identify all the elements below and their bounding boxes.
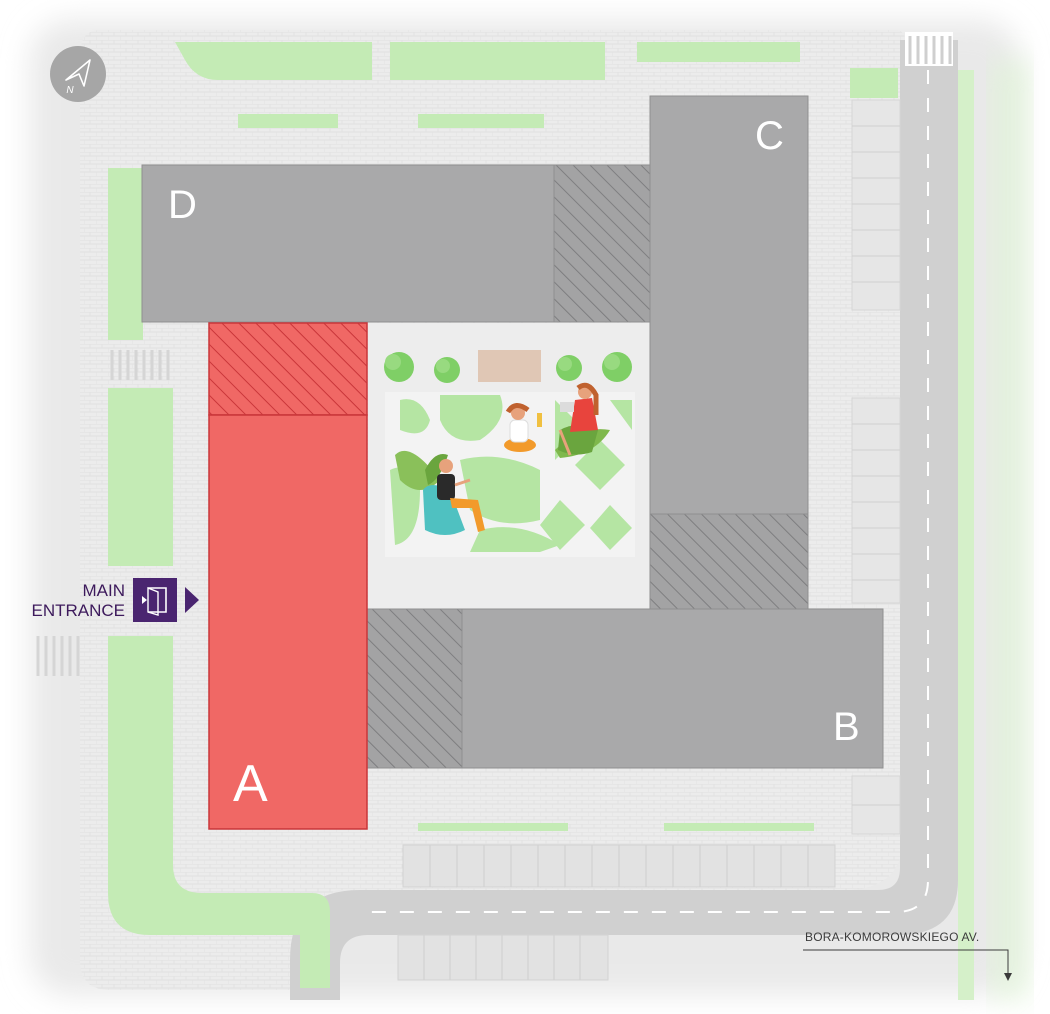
- arrow-down-icon: [1004, 973, 1012, 981]
- entrance-arrow-icon: [185, 587, 199, 613]
- tree-icon: [556, 355, 582, 381]
- building-c-label: C: [755, 114, 784, 158]
- north-arrow-icon: [65, 59, 91, 87]
- parking-bottom: [397, 844, 836, 981]
- building-d-label: D: [168, 183, 197, 227]
- tree-icon: [434, 357, 460, 383]
- person-laptop-icon: [558, 382, 599, 456]
- road-network: [290, 32, 958, 1000]
- compass-label: N: [66, 85, 74, 96]
- person-sitting-icon: [504, 403, 542, 452]
- compass: N: [50, 46, 106, 102]
- street-name: BORA-KOMOROWSKIEGO AV.: [805, 930, 979, 944]
- building-b[interactable]: B: [366, 608, 884, 769]
- building-c[interactable]: C: [649, 95, 809, 610]
- entrance-label-line2: ENTRANCE: [31, 601, 125, 620]
- building-a-label: A: [233, 755, 268, 813]
- entrance-label-line1: MAIN: [83, 581, 126, 600]
- crosswalk-left-upper: [110, 350, 170, 380]
- building-d[interactable]: D: [141, 164, 651, 323]
- tree-icon: [602, 352, 632, 382]
- street-label: BORA-KOMOROWSKIEGO AV.: [803, 930, 1012, 981]
- green-areas: [108, 42, 974, 1000]
- crosswalk-left-lower: [36, 636, 80, 676]
- person-reading-icon: [423, 459, 485, 535]
- main-entrance-marker[interactable]: MAIN ENTRANCE: [31, 578, 199, 622]
- tree-icon: [384, 352, 414, 382]
- building-a[interactable]: A: [208, 322, 368, 830]
- door-entrance-icon: [133, 578, 177, 622]
- courtyard-garden: [368, 323, 650, 610]
- building-b-label: B: [833, 705, 860, 749]
- parking-right: [851, 99, 901, 835]
